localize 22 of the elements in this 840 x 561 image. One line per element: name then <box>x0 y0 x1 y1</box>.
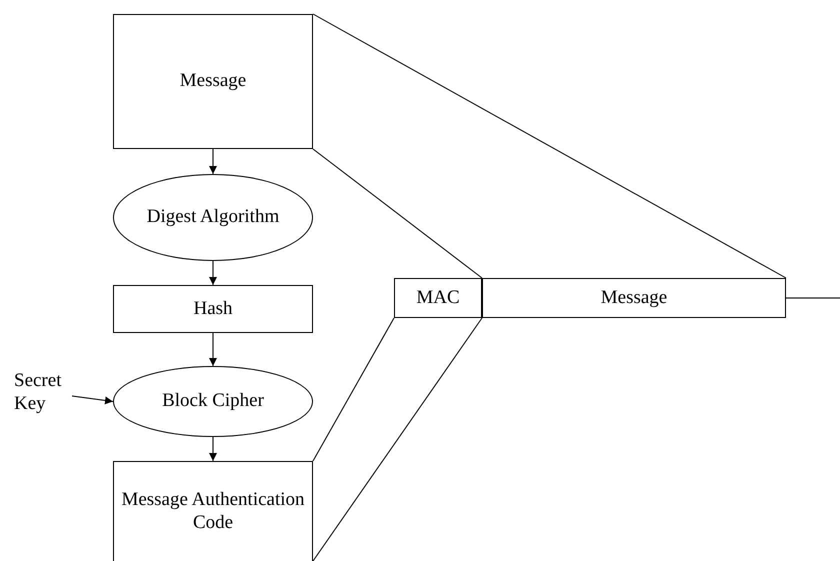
process-box <box>113 461 313 561</box>
process-box <box>113 14 313 149</box>
connector-line <box>312 318 394 462</box>
arrow <box>209 332 217 366</box>
connector-line <box>312 318 482 561</box>
node-label: Message <box>600 286 668 310</box>
node-label: Block Cipher <box>162 390 264 413</box>
node-label: Message Authentication Code <box>120 488 306 534</box>
node-label: MAC <box>416 286 460 310</box>
process-box <box>394 278 482 318</box>
arrow <box>209 436 217 462</box>
process-box <box>482 278 786 318</box>
node-label: Message <box>180 70 246 93</box>
connector-line <box>312 14 786 278</box>
arrow <box>209 260 217 286</box>
connector-line <box>312 148 482 278</box>
process-box <box>113 285 313 333</box>
node-label: Secret Key <box>14 370 62 416</box>
node-label: Digest Algorithm <box>146 206 280 229</box>
node-label: Hash <box>193 298 233 320</box>
arrow <box>209 148 217 174</box>
arrow <box>72 396 114 404</box>
